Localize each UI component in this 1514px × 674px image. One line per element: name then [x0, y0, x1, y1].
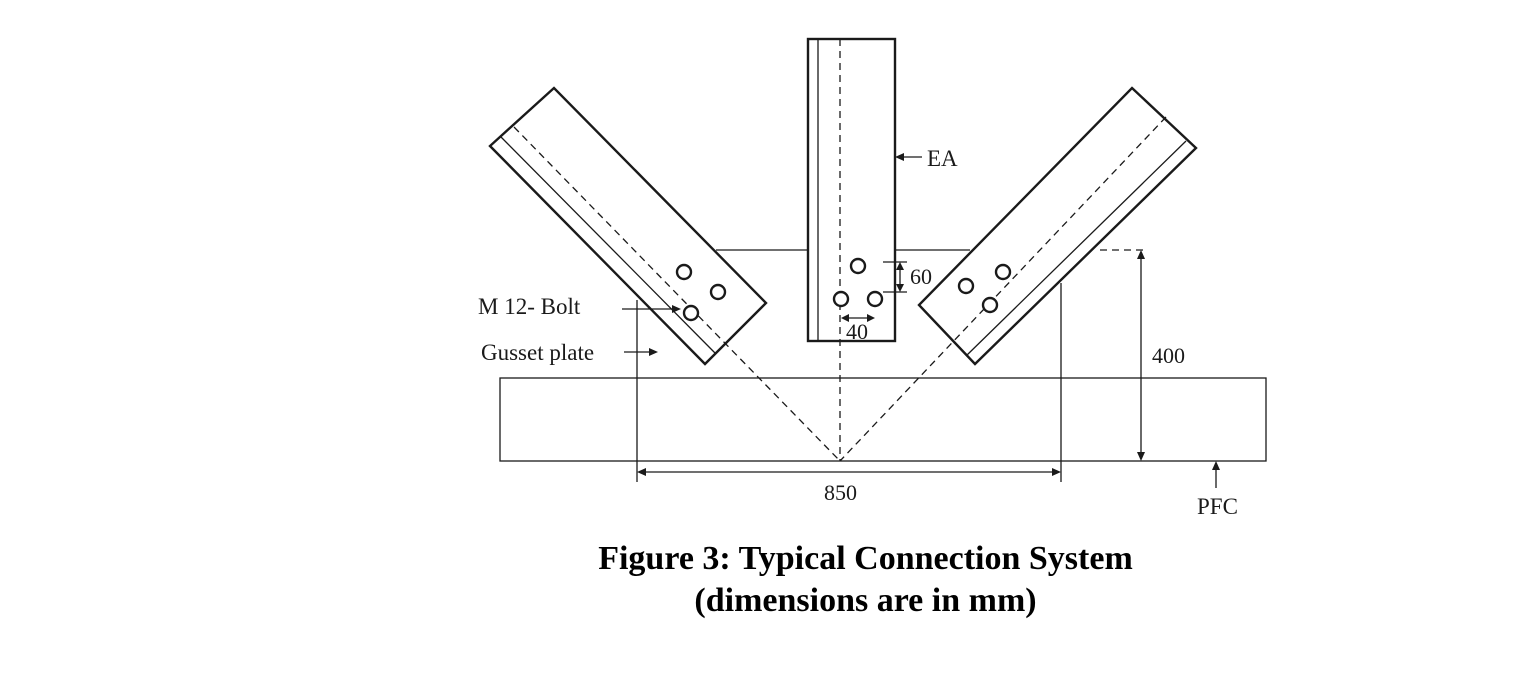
caption-title: Figure 3: Typical Connection System [598, 540, 1133, 577]
height-dimension-label: 400 [1152, 343, 1185, 368]
right-angle-member [839, 86, 1198, 462]
bolt-hole [849, 257, 867, 275]
pitch-dimension-label: 60 [910, 264, 932, 289]
bolt-label: M 12- Bolt [478, 294, 581, 319]
center-ea-member [806, 37, 897, 461]
gauge-dimension-label: 40 [846, 319, 868, 344]
pitch-dimension: 60 [883, 261, 932, 293]
gauge-dimension: 40 [841, 314, 875, 344]
figure-caption: Figure 3: Typical Connection System (dim… [0, 538, 1514, 622]
bolt-hole [675, 263, 693, 281]
ea-label: EA [927, 146, 958, 171]
bolt-hole [957, 277, 975, 295]
bolt-hole [994, 263, 1012, 281]
bolt-hole [709, 283, 727, 301]
left-angle-member [488, 86, 841, 462]
ea-callout: EA [895, 146, 958, 171]
pfc-callout: PFC [1197, 461, 1238, 519]
gusset-callout: Gusset plate [481, 340, 658, 365]
connection-diagram: 60 40 400 850 EA M 12- Bolt [478, 37, 1267, 519]
gusset-label: Gusset plate [481, 340, 594, 365]
bolt-hole [981, 296, 999, 314]
bolt-hole [832, 290, 850, 308]
caption-subtitle: (dimensions are in mm) [694, 582, 1037, 619]
pfc-label: PFC [1197, 494, 1238, 519]
width-dimension-label: 850 [824, 480, 857, 505]
bolt-hole [682, 304, 700, 322]
bolt-hole [866, 290, 884, 308]
gusset-plate [636, 249, 1062, 461]
bolt-callout: M 12- Bolt [478, 294, 681, 319]
width-dimension: 850 [636, 461, 1062, 505]
height-dimension: 400 [1100, 249, 1185, 461]
pfc-member [499, 377, 1267, 462]
